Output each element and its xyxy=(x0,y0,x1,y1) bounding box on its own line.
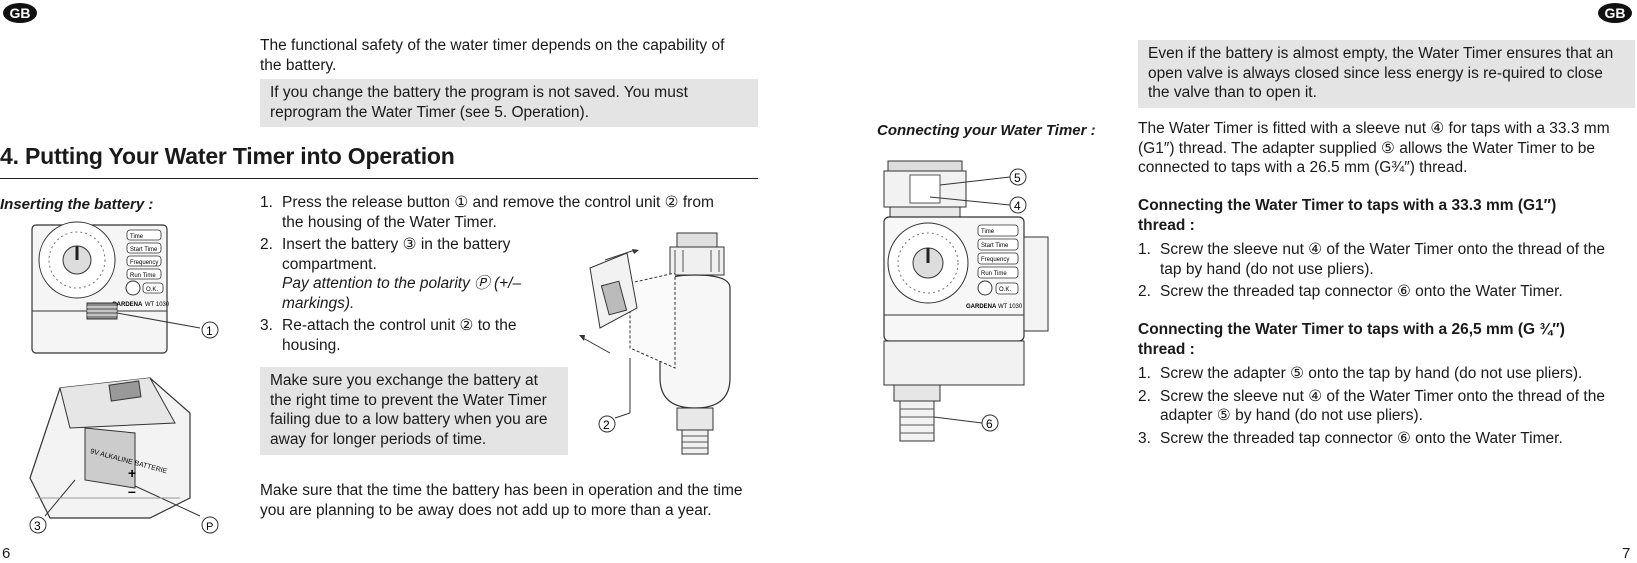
callout-adapter: 5 xyxy=(1014,171,1021,185)
step-number: 1. xyxy=(1138,365,1151,382)
device-btn-frequency: Frequency xyxy=(981,257,1009,263)
page-number-right: 7 xyxy=(1622,545,1631,562)
step-italic-note: Pay attention to the polarity Ⓟ (+/– mar… xyxy=(282,275,522,312)
g34-steps: 1. Screw the adapter ⑤ onto the tap by ha… xyxy=(1138,364,1630,451)
callout-tap-connector: 6 xyxy=(986,417,993,431)
language-badge-left: GB xyxy=(3,3,37,23)
language-badge-right: GB xyxy=(1598,3,1632,23)
device-ok-label: O.K. xyxy=(999,287,1011,293)
g34-step-1: 1. Screw the adapter ⑤ onto the tap by ha… xyxy=(1138,364,1630,384)
callout-control-unit: 2 xyxy=(603,418,610,432)
step-1: 1. Press the release button ① and remove… xyxy=(260,193,730,232)
step-text: Screw the adapter ⑤ onto the tap by hand… xyxy=(1160,365,1583,382)
step-number: 1. xyxy=(1138,241,1151,258)
device-ok-label: O.K. xyxy=(146,287,158,293)
step-3: 3. Re-attach the control unit ② to the h… xyxy=(260,316,532,355)
section-divider xyxy=(0,178,758,179)
step-text: Screw the threaded tap connector ⑥ onto … xyxy=(1160,429,1563,447)
page-number-left: 6 xyxy=(2,545,11,562)
battery-compartment-illustration: 9V ALKALINE BATTERIE + – 3 P xyxy=(29,377,219,534)
step-number: 3. xyxy=(1138,429,1151,447)
g34-step-3: 3. Screw the threaded tap connector ⑥ ont… xyxy=(1138,429,1630,449)
device-btn-start-time: Start Time xyxy=(981,243,1009,249)
step-text: Re-attach the control unit ② to the hous… xyxy=(282,317,517,354)
device-btn-run-time: Run Time xyxy=(981,271,1007,277)
g34-step-2: 2. Screw the sleeve nut ④ of the Water Ti… xyxy=(1138,387,1630,426)
section-title: 4. Putting Your Water Timer into Operati… xyxy=(0,143,455,169)
subheading-g34-thread: Connecting the Water Timer to taps with … xyxy=(1138,321,1565,358)
side-label-connecting: Connecting your Water Timer : xyxy=(877,122,1096,139)
callout-sleeve-nut: 4 xyxy=(1014,199,1021,213)
side-label-inserting-battery: Inserting the battery : xyxy=(0,196,154,213)
svg-text:+: + xyxy=(128,465,136,481)
g1-step-1: 1. Screw the sleeve nut ④ of the Water Ti… xyxy=(1138,240,1618,279)
subheading-g1-thread: Connecting the Water Timer to taps with … xyxy=(1138,197,1557,234)
step-number: 2. xyxy=(1138,387,1151,405)
device-model: WT 1030 xyxy=(145,302,170,308)
device-brand: GARDENA xyxy=(112,302,143,308)
intro-paragraph: The functional safety of the water timer… xyxy=(260,37,725,74)
g1-step-2: 2. Screw the threaded tap connector ⑥ ont… xyxy=(1138,282,1618,302)
step-number: 2. xyxy=(260,236,273,253)
callout-polarity: P xyxy=(206,521,213,533)
water-timer-connect-illustration: Time Start Time Frequency Run Time O.K. … xyxy=(883,160,1049,442)
device-btn-time: Time xyxy=(981,229,995,235)
step-text: Screw the threaded tap connector ⑥ onto … xyxy=(1160,283,1563,300)
battery-steps: 1. Press the release button ① and remove… xyxy=(260,193,730,358)
step-number: 3. xyxy=(260,317,273,334)
step-2: 2. Insert the battery ③ in the battery c… xyxy=(260,235,552,313)
callout-battery: 3 xyxy=(34,519,41,533)
connecting-intro: The Water Timer is fitted with a sleeve … xyxy=(1138,120,1610,176)
svg-text:–: – xyxy=(128,483,136,499)
device-brand: GARDENA xyxy=(966,304,997,310)
g1-steps: 1. Screw the sleeve nut ④ of the Water Ti… xyxy=(1138,240,1618,305)
device-btn-run-time: Run Time xyxy=(130,273,156,279)
callout-release-button: 1 xyxy=(206,324,213,338)
step-text: Insert the battery ③ in the battery comp… xyxy=(282,236,511,273)
note-battery-empty: Even if the battery is almost empty, the… xyxy=(1138,40,1635,108)
device-btn-frequency: Frequency xyxy=(130,260,158,266)
note-battery-exchange: Make sure you exchange the battery at th… xyxy=(260,367,568,455)
step-text: Screw the sleeve nut ④ of the Water Time… xyxy=(1160,241,1605,278)
device-btn-time: Time xyxy=(130,234,144,240)
note-battery-program: If you change the battery the program is… xyxy=(260,79,758,127)
step-number: 2. xyxy=(1138,283,1151,300)
step-text: Screw the sleeve nut ④ of the Water Time… xyxy=(1160,387,1605,425)
footer-paragraph: Make sure that the time the battery has … xyxy=(260,482,743,519)
water-timer-detach-illustration: 2 xyxy=(579,232,731,455)
device-model: WT 1030 xyxy=(998,304,1023,310)
device-btn-start-time: Start Time xyxy=(130,247,158,253)
step-text: Press the release button ① and remove th… xyxy=(282,194,714,231)
control-unit-illustration: Time Start Time Frequency Run Time O.K. … xyxy=(31,221,219,354)
step-number: 1. xyxy=(260,194,273,211)
